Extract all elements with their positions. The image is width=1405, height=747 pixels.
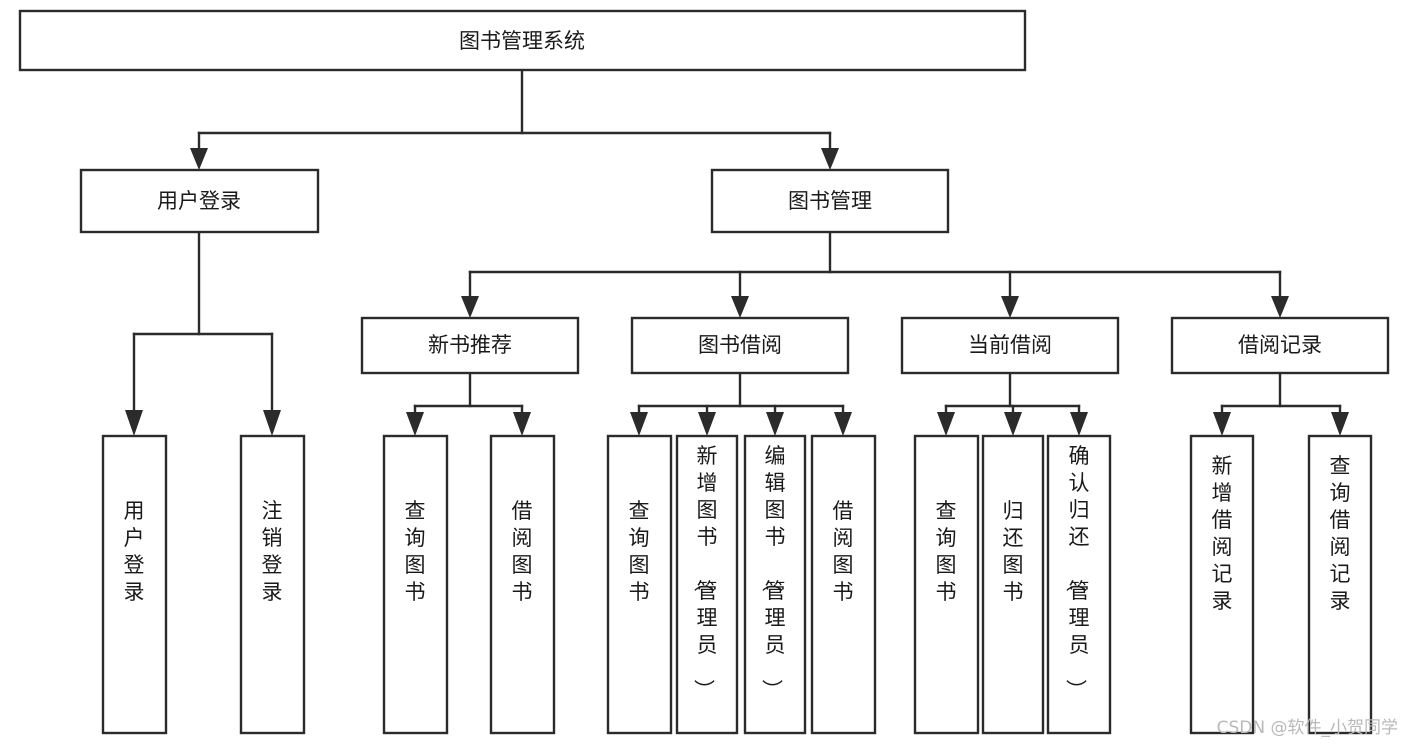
arrowhead-leaf-borrow-book-1 xyxy=(513,412,531,436)
node-book-borrow-label: 图书借阅 xyxy=(698,333,782,357)
arrowhead-leaf-query-record xyxy=(1331,412,1349,436)
node-leaf-return-book-label: 归还图书 xyxy=(1003,499,1024,604)
node-book-management-box[interactable] xyxy=(710,168,950,234)
node-leaf-query-book-1[interactable]: 查询图书 xyxy=(382,434,449,735)
node-current-borrow-box[interactable] xyxy=(900,316,1120,375)
node-leaf-add-record[interactable]: 新增借阅记录 xyxy=(1189,434,1255,735)
node-user-login[interactable]: 用户登录 xyxy=(79,168,320,234)
arrowhead-leaf-add-book xyxy=(698,412,716,436)
node-user-login-box[interactable] xyxy=(79,168,320,234)
connector-layer xyxy=(125,68,1349,436)
arrowhead-borrow-record xyxy=(1271,296,1289,318)
node-leaf-query-book-1-label: 查询图书 xyxy=(405,499,426,604)
node-leaf-query-book-2-box[interactable] xyxy=(606,434,673,735)
node-book-borrow-box[interactable] xyxy=(630,316,850,375)
node-leaf-query-record[interactable]: 查询借阅记录 xyxy=(1307,434,1373,735)
node-leaf-confirm-return[interactable]: 确认归还（管理员） xyxy=(1046,434,1112,735)
node-leaf-add-book-box[interactable] xyxy=(675,434,739,735)
node-leaf-edit-book-label: 编辑图书（管理员） xyxy=(760,444,786,700)
node-leaf-query-book-2-label: 查询图书 xyxy=(629,499,650,604)
node-leaf-user-logout-label: 注销登录 xyxy=(262,499,283,604)
arrowhead-current-borrow xyxy=(1001,296,1019,318)
node-leaf-borrow-book-1-box[interactable] xyxy=(489,434,556,735)
node-current-borrow[interactable]: 当前借阅 xyxy=(900,316,1120,375)
node-leaf-query-book-2[interactable]: 查询图书 xyxy=(606,434,673,735)
node-leaf-query-book-3-label: 查询图书 xyxy=(936,499,957,604)
node-leaf-add-record-box[interactable] xyxy=(1189,434,1255,735)
arrowhead-leaf-query-book-1 xyxy=(406,412,424,436)
arrowhead-leaf-query-book-2 xyxy=(630,412,648,436)
node-leaf-borrow-book-1-label: 借阅图书 xyxy=(512,499,533,604)
node-root-box[interactable] xyxy=(18,9,1027,72)
node-leaf-user-login[interactable]: 用户登录 xyxy=(101,434,168,735)
arrowhead-book-management xyxy=(821,148,839,170)
node-user-login-label: 用户登录 xyxy=(157,189,241,213)
arrowhead-leaf-edit-book xyxy=(766,412,784,436)
arrowhead-leaf-borrow-book-2 xyxy=(834,412,852,436)
node-leaf-query-record-box[interactable] xyxy=(1307,434,1373,735)
node-book-borrow[interactable]: 图书借阅 xyxy=(630,316,850,375)
node-borrow-record-box[interactable] xyxy=(1170,316,1390,375)
node-current-borrow-label: 当前借阅 xyxy=(968,333,1052,357)
node-root-label: 图书管理系统 xyxy=(459,29,585,53)
node-leaf-return-book-box[interactable] xyxy=(981,434,1045,735)
node-leaf-query-record-label: 查询借阅记录 xyxy=(1330,454,1351,613)
arrowhead-user-login xyxy=(190,148,208,170)
arrowhead-book-borrow xyxy=(731,296,749,318)
node-leaf-user-logout-box[interactable] xyxy=(239,434,306,735)
node-leaf-return-book[interactable]: 归还图书 xyxy=(981,434,1045,735)
node-new-book-recommend-label: 新书推荐 xyxy=(428,333,512,357)
node-new-book-recommend[interactable]: 新书推荐 xyxy=(360,316,580,375)
node-leaf-user-login-label: 用户登录 xyxy=(124,499,145,604)
node-borrow-record[interactable]: 借阅记录 xyxy=(1170,316,1390,375)
watermark-label: CSDN @软件_小贺同学 xyxy=(1217,718,1398,738)
node-new-book-recommend-box[interactable] xyxy=(360,316,580,375)
arrowhead-leaf-confirm-return xyxy=(1070,412,1088,436)
node-leaf-user-login-box[interactable] xyxy=(101,434,168,735)
arrowhead-new-book-recommend xyxy=(461,296,479,318)
node-leaf-user-logout[interactable]: 注销登录 xyxy=(239,434,306,735)
node-leaf-borrow-book-2[interactable]: 借阅图书 xyxy=(810,434,877,735)
node-leaf-query-book-3[interactable]: 查询图书 xyxy=(913,434,980,735)
node-leaf-add-book[interactable]: 新增图书（管理员） xyxy=(675,434,739,735)
node-leaf-borrow-book-2-box[interactable] xyxy=(810,434,877,735)
node-leaf-edit-book[interactable]: 编辑图书（管理员） xyxy=(743,434,807,735)
node-leaf-borrow-book-2-label: 借阅图书 xyxy=(833,499,854,604)
node-leaf-confirm-return-label: 确认归还（管理员） xyxy=(1064,444,1090,700)
node-leaf-add-book-label: 新增图书（管理员） xyxy=(692,444,718,700)
arrowhead-leaf-user-logout xyxy=(263,410,281,436)
node-leaf-borrow-book-1[interactable]: 借阅图书 xyxy=(489,434,556,735)
node-book-management[interactable]: 图书管理 xyxy=(710,168,950,234)
node-leaf-add-record-label: 新增借阅记录 xyxy=(1212,454,1233,613)
arrowhead-leaf-return-book xyxy=(1004,412,1022,436)
node-book-management-label: 图书管理 xyxy=(788,189,872,213)
node-leaf-edit-book-box[interactable] xyxy=(743,434,807,735)
arrowhead-leaf-user-login xyxy=(125,410,143,436)
node-root[interactable]: 图书管理系统 xyxy=(18,9,1027,72)
node-leaf-query-book-1-box[interactable] xyxy=(382,434,449,735)
node-borrow-record-label: 借阅记录 xyxy=(1238,333,1322,357)
arrowhead-leaf-query-book-3 xyxy=(937,412,955,436)
arrowhead-leaf-add-record xyxy=(1213,412,1231,436)
node-leaf-query-book-3-box[interactable] xyxy=(913,434,980,735)
node-leaf-confirm-return-box[interactable] xyxy=(1046,434,1112,735)
